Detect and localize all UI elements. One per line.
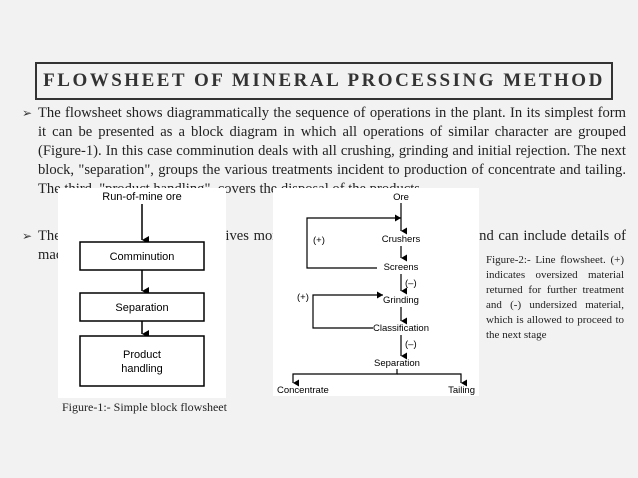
fig2-node-ore: Ore <box>393 192 409 203</box>
fig2-marker-plus-2: (+) <box>297 292 309 303</box>
fig1-block-comminution <box>79 241 205 271</box>
fig2-node-tailing: Tailing <box>448 385 475 396</box>
fig1-label-comminution: Comminution <box>110 251 175 263</box>
fig2-node-grinding: Grinding <box>383 295 419 306</box>
bullet-1: ➢ The flowsheet shows diagrammatically t… <box>22 104 626 199</box>
figure-2-caption: Figure-2:- Line flowsheet. (+) indicates… <box>486 254 624 341</box>
figure-2: Ore Crushers Screens (+) (–) Grinding Cl… <box>273 188 479 396</box>
arrow-bullet-icon: ➢ <box>22 229 33 243</box>
fig1-label-separation: Separation <box>115 302 168 314</box>
fig2-marker-plus-1: (+) <box>313 235 325 246</box>
fig1-label-product-handling: Product <box>123 349 161 361</box>
fig1-block-product-handling <box>79 335 205 387</box>
figure-1-caption: Figure-1:- Simple block flowsheet <box>62 400 227 414</box>
title-box: FLOWSHEET OF MINERAL PROCESSING METHOD <box>35 62 613 100</box>
fig2-node-crushers: Crushers <box>382 234 421 245</box>
fig2-node-classification: Classification <box>373 323 429 334</box>
arrow-bullet-icon: ➢ <box>22 106 33 120</box>
bullet-1-text: The flowsheet shows diagrammatically the… <box>38 105 626 197</box>
fig2-node-concentrate: Concentrate <box>277 385 329 396</box>
fig1-block-separation <box>79 292 205 322</box>
fig2-node-screens: Screens <box>384 262 419 273</box>
fig2-marker-minus-2: (–) <box>405 339 417 350</box>
fig1-label-run-of-mine: Run-of-mine ore <box>102 191 181 203</box>
fig2-marker-minus-1: (–) <box>405 278 417 289</box>
page-title: FLOWSHEET OF MINERAL PROCESSING METHOD <box>43 70 605 91</box>
svg-text:handling: handling <box>121 363 163 375</box>
fig2-node-separation: Separation <box>374 358 420 369</box>
figure-1: Run-of-mine ore Comminution Separation P… <box>58 188 226 398</box>
